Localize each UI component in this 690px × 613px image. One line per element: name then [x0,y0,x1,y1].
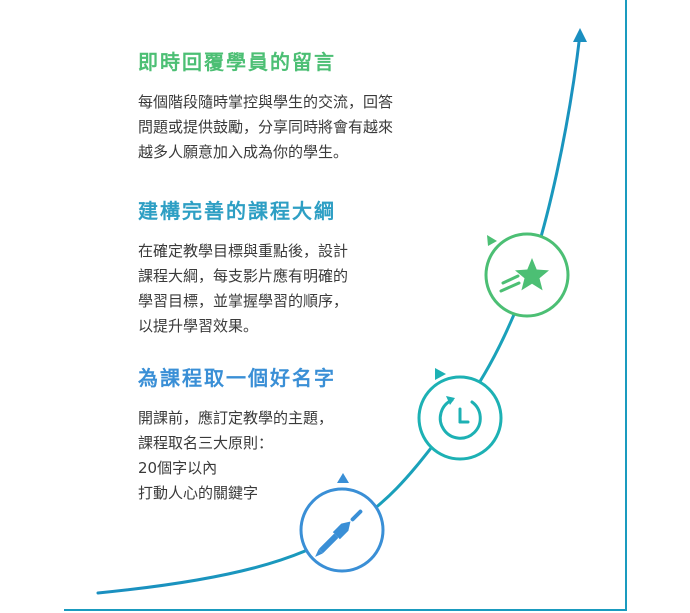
section-line: 以提升學習效果。 [138,317,259,335]
section-line: 課程大綱，每支影片應有明確的 [138,267,349,285]
triangle-marker-blue [337,473,349,483]
section-title: 即時回覆學員的留言 [138,50,336,74]
paintbrush-icon [315,509,363,557]
section-line: 越多人願意加入成為你的學生。 [138,143,349,161]
arrow-head-icon [573,28,587,42]
section-line: 開課前，應訂定教學的主題， [138,409,334,427]
section-title: 建構完善的課程大綱 [138,199,336,223]
star-icon [515,258,549,291]
triangle-marker-green [487,235,497,246]
section-line: 問題或提供鼓勵，分享同時將會有越來 [138,118,394,136]
clock-badge [417,375,503,461]
section-line: 課程取名三大原則： [138,434,274,452]
section-line: 學習目標，並掌握學習的順序， [138,292,349,310]
section-line: 在確定教學目標與重點後，設計 [138,242,349,260]
triangle-marker-teal [435,368,446,380]
section-title: 為課程取一個好名字 [138,366,336,390]
clock-icon [438,398,482,440]
section-course-name: 為課程取一個好名字 開課前，應訂定教學的主題， 課程取名三大原則： 20個字以內… [138,366,336,506]
frame-bottom-border [64,609,627,611]
star-badge [484,232,570,318]
section-line: 打動人心的關鍵字 [138,484,259,502]
section-reply-comments: 即時回覆學員的留言 每個階段隨時掌控與學生的交流，回答 問題或提供鼓勵，分享同時… [138,50,393,165]
section-line: 每個階段隨時掌控與學生的交流，回答 [138,93,394,111]
frame-right-border [625,0,627,611]
section-line: 20個字以內 [138,459,218,477]
section-course-outline: 建構完善的課程大綱 在確定教學目標與重點後，設計 課程大綱，每支影片應有明確的 … [138,199,348,339]
paintbrush-badge [299,487,385,573]
